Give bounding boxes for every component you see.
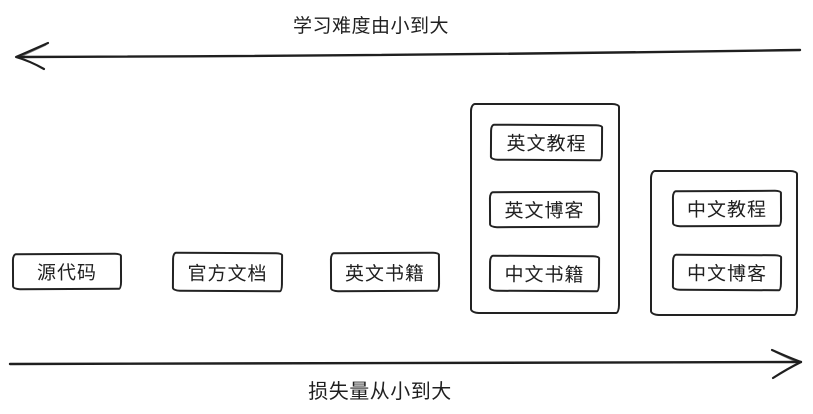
item-box-chinese-blogs: 中文博客 — [671, 253, 783, 292]
item-box-english-books: 英文书籍 — [329, 251, 441, 293]
loss-arrow-right — [8, 348, 803, 380]
item-label: 英文书籍 — [344, 263, 426, 285]
bottom-axis-label: 损失量从小到大 — [308, 381, 452, 403]
item-box-source-code: 源代码 — [11, 252, 123, 291]
item-label: 中文博客 — [686, 263, 768, 286]
item-box-english-tutorials: 英文教程 — [489, 123, 604, 162]
item-box-chinese-books: 中文书籍 — [488, 254, 601, 293]
group-box-2: 中文教程 中文博客 — [650, 170, 798, 316]
top-axis-label: 学习难度由小到大 — [293, 16, 450, 37]
item-box-english-blogs: 英文博客 — [488, 190, 601, 229]
item-box-official-docs: 官方文档 — [171, 251, 284, 293]
group-box-1: 英文教程 英文博客 中文书籍 — [470, 103, 620, 314]
item-label: 中文书籍 — [504, 264, 585, 287]
item-box-chinese-tutorials: 中文教程 — [671, 189, 783, 228]
item-label: 英文博客 — [504, 200, 585, 223]
item-label: 中文教程 — [686, 199, 768, 222]
difficulty-arrow-left — [14, 41, 802, 71]
item-label: 英文教程 — [506, 133, 587, 156]
item-label: 源代码 — [36, 262, 98, 285]
item-label: 官方文档 — [187, 263, 268, 285]
